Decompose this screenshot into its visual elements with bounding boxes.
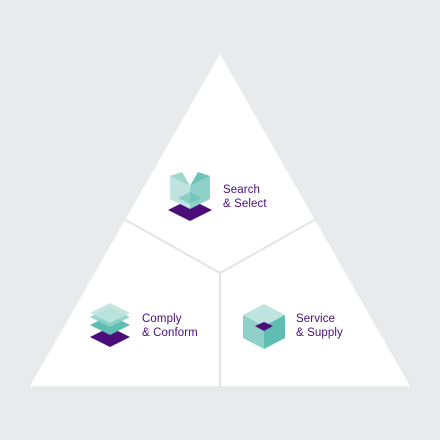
- stacked-layers-icon: [90, 303, 130, 347]
- segment-title-line1: Service: [296, 313, 336, 325]
- open-box-icon: [168, 172, 212, 221]
- triangle-background: [30, 54, 410, 386]
- divider-right: [219, 218, 317, 274]
- segment-title-line2: & Supply: [296, 327, 343, 339]
- segment-title-line1: Search: [223, 184, 261, 196]
- segment-title-line1: Comply: [142, 313, 182, 325]
- divider-left: [123, 218, 221, 274]
- segment-title-line2: & Conform: [142, 327, 198, 339]
- segment-label-service-supply: Service & Supply: [296, 312, 343, 340]
- segment-label-comply-conform: Comply & Conform: [142, 312, 198, 340]
- segment-label-search-select: Search & Select: [223, 183, 267, 211]
- hexagon-cube-icon: [243, 304, 285, 349]
- segment-title-line2: & Select: [223, 198, 267, 210]
